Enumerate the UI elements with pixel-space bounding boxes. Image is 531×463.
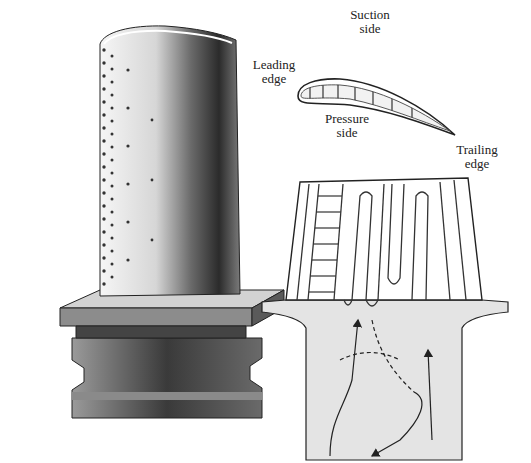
blade-root <box>72 338 262 418</box>
blade-airfoil <box>100 26 240 296</box>
flow-arrows <box>372 320 414 392</box>
cooling-hole <box>102 165 105 168</box>
cooling-passages <box>378 184 384 300</box>
cooling-hole <box>102 61 105 64</box>
airfoil-section <box>372 70 373 130</box>
blade-root <box>72 338 262 418</box>
cooling-hole <box>111 94 114 97</box>
cooling-hole <box>111 159 114 162</box>
cooling-hole <box>102 178 105 181</box>
cooling-hole <box>126 106 129 109</box>
flow-arrows <box>372 392 422 456</box>
rib <box>318 195 342 196</box>
rib-grid <box>309 196 342 292</box>
cooling-hole <box>102 230 105 233</box>
cooling-hole <box>151 239 154 242</box>
flow-arrows <box>330 320 432 456</box>
blade-airfoil <box>104 31 232 44</box>
cooling-hole <box>111 120 114 123</box>
rib <box>316 211 340 212</box>
part-label: Leading edge <box>244 58 304 87</box>
cooling-holes <box>102 48 153 285</box>
blade-platform <box>76 326 246 338</box>
cooling-hole <box>102 152 105 155</box>
blade-root <box>72 392 262 400</box>
airfoil-section <box>309 70 310 120</box>
rib <box>315 227 340 228</box>
cooling-passages <box>412 192 428 300</box>
cooling-hole <box>151 179 154 182</box>
airfoil-section <box>322 70 323 120</box>
cooling-hole <box>111 107 114 110</box>
cooling-hole <box>102 256 105 259</box>
cooling-hole <box>111 146 114 149</box>
cooling-passages <box>366 300 378 306</box>
cooling-hole <box>126 182 129 185</box>
cooling-hole <box>102 243 105 246</box>
rib <box>312 259 337 260</box>
cooling-hole <box>102 87 105 90</box>
part-label: Pressure side <box>316 112 378 141</box>
airfoil-section <box>298 79 455 135</box>
rib <box>310 275 336 276</box>
cooling-passages <box>308 184 319 300</box>
flow-arrows <box>330 320 358 456</box>
cooling-hole <box>111 185 114 188</box>
cooling-hole <box>102 139 105 142</box>
cooling-hole <box>111 250 114 253</box>
cooling-passages <box>297 180 466 306</box>
cooling-hole <box>111 198 114 201</box>
cooling-hole <box>111 237 114 240</box>
blade-cutaway <box>286 178 482 300</box>
cooling-hole <box>111 68 114 71</box>
cooling-hole <box>126 144 129 147</box>
cooling-hole <box>102 126 105 129</box>
cooling-hole <box>111 81 114 84</box>
part-label: Suction side <box>340 8 400 37</box>
cooling-passages <box>440 182 450 300</box>
cooling-hole <box>111 224 114 227</box>
cooling-hole <box>102 100 105 103</box>
cooling-hole <box>102 48 105 51</box>
cooling-hole <box>102 113 105 116</box>
airfoil-section <box>411 70 412 140</box>
cooling-passages <box>352 192 372 300</box>
blade-airfoil <box>100 26 240 296</box>
cooling-passages <box>388 184 404 284</box>
cooling-hole <box>111 172 114 175</box>
airfoil-section <box>310 70 412 140</box>
blade-cutaway <box>262 178 508 460</box>
cooling-passages <box>344 300 352 305</box>
cooling-hole <box>111 55 114 58</box>
cooling-hole <box>126 68 129 71</box>
blade-platform <box>60 290 284 338</box>
cooling-hole <box>111 211 114 214</box>
airfoil-section <box>298 70 455 140</box>
cooling-hole <box>111 276 114 279</box>
airfoil-section <box>391 70 392 135</box>
blade-cutaway <box>262 300 508 460</box>
cooling-hole <box>111 263 114 266</box>
cooling-hole <box>102 217 105 220</box>
cooling-hole <box>102 191 105 194</box>
cooling-hole <box>151 119 154 122</box>
cooling-passages <box>297 184 309 300</box>
cooling-hole <box>102 282 105 285</box>
cooling-passages <box>334 184 343 300</box>
rib <box>309 291 335 292</box>
cooling-hole <box>126 220 129 223</box>
cooling-hole <box>102 204 105 207</box>
cooling-hole <box>102 269 105 272</box>
blade-platform <box>60 308 252 326</box>
flow-arrows <box>340 353 400 361</box>
cooling-passages <box>454 180 466 300</box>
rib <box>313 243 338 244</box>
cooling-hole <box>102 74 105 77</box>
cooling-hole <box>126 258 129 261</box>
cooling-hole <box>111 133 114 136</box>
part-label: Trailing edge <box>446 143 508 172</box>
flow-arrows <box>428 350 432 440</box>
